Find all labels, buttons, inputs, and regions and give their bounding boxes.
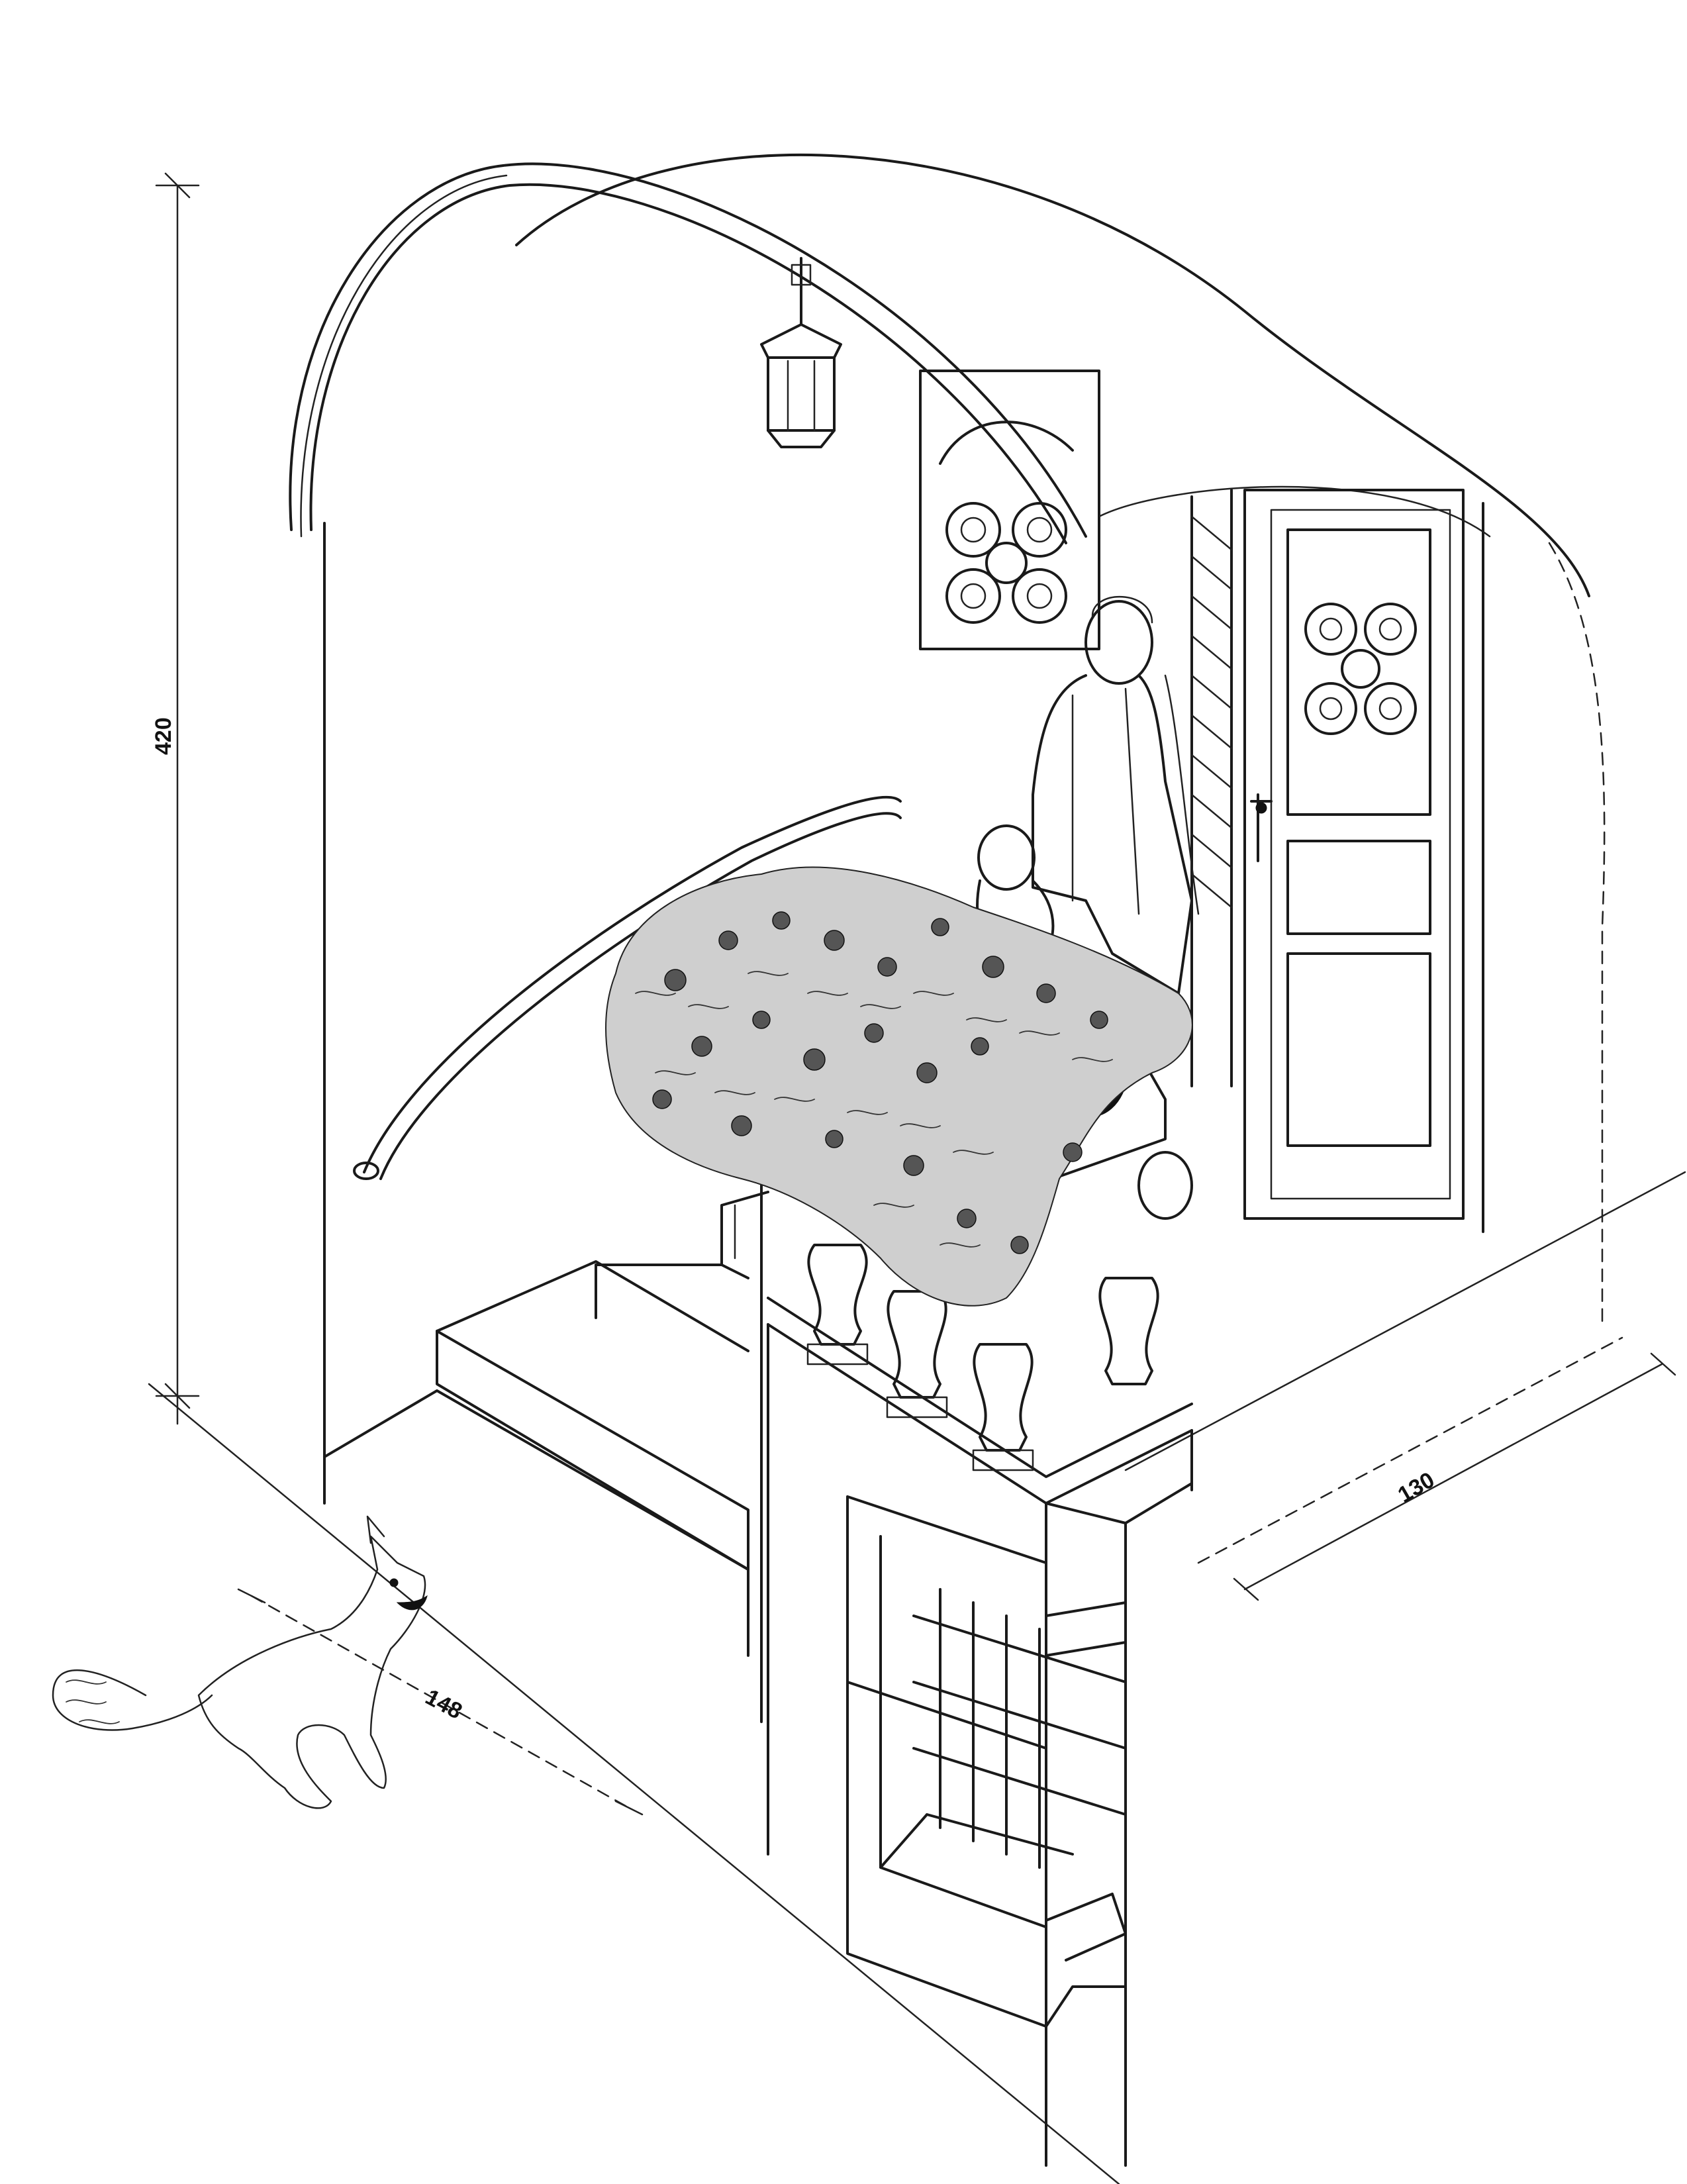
balustrade	[806, 1244, 1159, 1471]
leaf-strokes	[635, 971, 1113, 1248]
street-ground	[148, 1171, 1686, 2184]
basement-window	[846, 1495, 1127, 2028]
depth-dimension: 148	[237, 1588, 644, 1816]
rope-column	[1190, 489, 1233, 1087]
flower-clusters	[652, 911, 1108, 1254]
transom-grille	[919, 370, 1100, 650]
vaulted-arch	[289, 153, 1606, 1505]
foliage	[605, 866, 1193, 1307]
width-dimension: 130	[1197, 1336, 1676, 1601]
width-label: 130	[1394, 1467, 1439, 1508]
depth-label: 148	[421, 1685, 466, 1724]
entrance-door	[1243, 489, 1484, 1233]
woman-figure	[1032, 596, 1200, 995]
dog	[52, 1515, 428, 1809]
height-dimension: 420	[151, 172, 200, 1425]
height-label: 420	[151, 717, 176, 755]
parapet-wall	[767, 1297, 1193, 2167]
stairs	[323, 1171, 769, 1723]
lantern	[760, 257, 842, 448]
